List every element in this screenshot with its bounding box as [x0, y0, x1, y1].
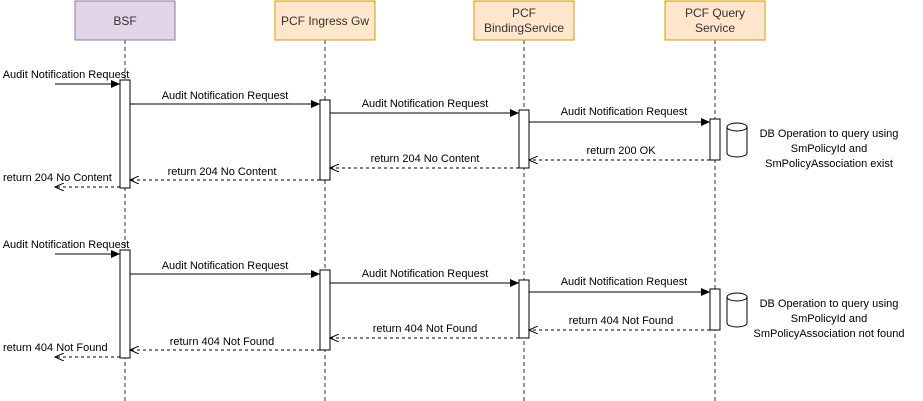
db-note-line: SmPolicyId and	[791, 313, 867, 325]
binding-label-line: PCF	[512, 6, 536, 20]
binding-activation	[518, 279, 530, 339]
response-out-label: return 404 Not Found	[3, 342, 108, 354]
bsf-activation	[119, 79, 131, 189]
participant-bsf: BSF	[74, 0, 176, 41]
db-note-line: DB Operation to query using	[760, 128, 899, 140]
database-body	[726, 297, 748, 328]
bsf-activation	[119, 249, 131, 359]
binding-label-line: BindingService	[484, 21, 564, 35]
database-icon	[726, 122, 748, 158]
binding-to-ingress-response-label: return 204 No Content	[371, 153, 480, 165]
db-note-line: DB Operation to query using	[760, 298, 899, 310]
query-to-binding-response-label: return 200 OK	[586, 145, 656, 157]
query-label-line: PCF Query	[685, 6, 745, 20]
bsf-to-ingress-label: Audit Notification Request	[162, 260, 289, 272]
ingress-to-binding-label: Audit Notification Request	[362, 268, 489, 280]
response-out-label: return 204 No Content	[3, 172, 112, 184]
request-in-label: Audit Notification Request	[3, 239, 130, 251]
binding-activation	[518, 109, 530, 169]
query-label-line: Service	[695, 21, 735, 35]
bsf-label: BSF	[113, 14, 136, 28]
database-icon	[726, 292, 748, 328]
database-top	[726, 292, 748, 302]
binding-to-query-label: Audit Notification Request	[561, 276, 688, 288]
db-note-line: SmPolicyId and	[791, 143, 867, 155]
query-activation	[709, 118, 721, 161]
db-note-line: SmPolicyAssociation not found	[753, 328, 904, 340]
query-activation	[709, 288, 721, 331]
ingress-box	[274, 0, 376, 41]
bsf-to-ingress-label: Audit Notification Request	[162, 90, 289, 102]
ingress-to-bsf-response-label: return 404 Not Found	[170, 336, 275, 348]
database-body	[726, 127, 748, 158]
ingress-activation	[319, 269, 331, 351]
ingress-label: PCF Ingress Gw	[281, 14, 369, 28]
bsf-box	[74, 0, 176, 41]
query-box	[664, 0, 766, 41]
ingress-to-bsf-response-label: return 204 No Content	[168, 166, 277, 178]
db-note-line: SmPolicyAssociation exist	[765, 158, 893, 170]
ingress-activation	[319, 99, 331, 181]
query-to-binding-response-label: return 404 Not Found	[569, 315, 674, 327]
binding-to-query-label: Audit Notification Request	[561, 106, 688, 118]
binding-box	[473, 0, 575, 41]
ingress-to-binding-label: Audit Notification Request	[362, 98, 489, 110]
binding-to-ingress-response-label: return 404 Not Found	[373, 323, 478, 335]
database-top	[726, 122, 748, 132]
participant-ingress: PCF Ingress Gw	[274, 0, 376, 41]
request-in-label: Audit Notification Request	[3, 69, 130, 81]
